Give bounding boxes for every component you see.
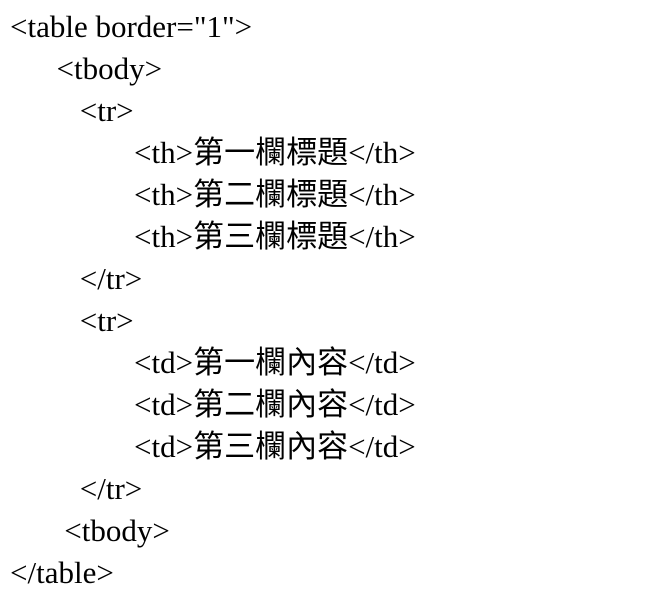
code-line: <tr> <box>10 303 134 338</box>
code-line: </tr> <box>10 261 143 296</box>
code-line: </tr> <box>10 471 143 506</box>
code-line: <tbody> <box>10 513 170 548</box>
code-line: <th>第二欄標題</th> <box>10 177 416 212</box>
code-line: </table> <box>10 555 114 590</box>
code-line: <td>第二欄內容</td> <box>10 387 416 422</box>
code-line: <table border="1"> <box>10 9 253 44</box>
code-line: <td>第一欄內容</td> <box>10 345 416 380</box>
code-line: <th>第一欄標題</th> <box>10 135 416 170</box>
code-line: <td>第三欄內容</td> <box>10 429 416 464</box>
code-line: <tr> <box>10 93 134 128</box>
code-line: <th>第三欄標題</th> <box>10 219 416 254</box>
code-line: <tbody> <box>10 51 163 86</box>
